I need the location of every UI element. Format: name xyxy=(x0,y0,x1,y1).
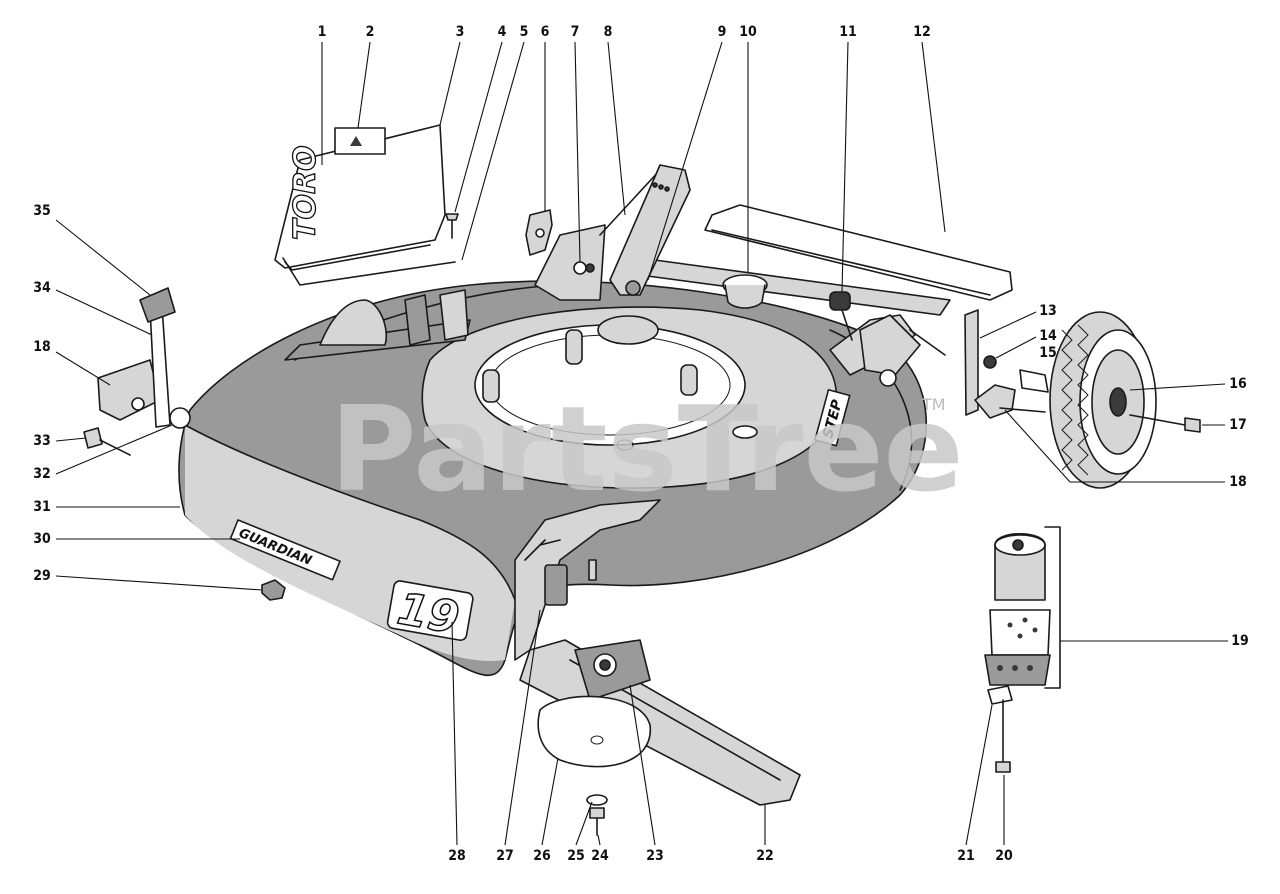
wheel-16 xyxy=(1049,311,1157,489)
callout-14: 14 xyxy=(1039,328,1057,344)
blade-adapter-23 xyxy=(574,559,651,701)
step-decal-plate xyxy=(814,388,851,447)
callout-28: 28 xyxy=(448,848,466,864)
callout-9: 9 xyxy=(718,24,727,40)
guardian-decal-plate xyxy=(229,519,341,581)
handle-bracket xyxy=(609,164,691,296)
callout-12: 12 xyxy=(913,24,931,40)
adjust-knob-11 xyxy=(829,291,853,341)
washer-32 xyxy=(169,407,191,429)
nut-29 xyxy=(261,579,286,601)
washer-25 xyxy=(586,794,608,806)
rear-guard-bar xyxy=(704,204,1013,301)
lever-34 xyxy=(149,305,171,428)
callout-35: 35 xyxy=(33,203,51,219)
warning-triangle-icon xyxy=(350,136,362,146)
warning-label xyxy=(334,127,386,155)
clamp-21 xyxy=(987,685,1013,705)
callout-4: 4 xyxy=(498,24,507,40)
callout-23: 23 xyxy=(646,848,664,864)
callout-17: 17 xyxy=(1229,417,1247,433)
bolt-20 xyxy=(995,699,1011,773)
watermark-text: PartsTree xyxy=(330,380,964,518)
washer-7 xyxy=(573,261,587,275)
size-decal-text: 19 xyxy=(394,583,463,644)
callout-2: 2 xyxy=(366,24,375,40)
callout-6: 6 xyxy=(541,24,550,40)
nut-14 xyxy=(983,355,997,369)
rear-shield: TORO xyxy=(274,124,456,286)
pivot-bolt-33 xyxy=(83,427,131,456)
callout-7: 7 xyxy=(571,24,580,40)
callout-3: 3 xyxy=(456,24,465,40)
bracket-18-left xyxy=(97,359,161,421)
callout-30: 30 xyxy=(33,531,51,547)
oil-filler-cap xyxy=(722,274,768,439)
bolt-24 xyxy=(589,807,605,836)
engine-assembly-19 xyxy=(984,526,1061,689)
knob-35 xyxy=(139,287,176,323)
callout-25: 25 xyxy=(567,848,585,864)
spacer-15 xyxy=(1019,369,1049,393)
callout-33: 33 xyxy=(33,433,51,449)
callout-16: 16 xyxy=(1229,376,1247,392)
callout-22: 22 xyxy=(756,848,774,864)
callout-32: 32 xyxy=(33,466,51,482)
callout-10: 10 xyxy=(739,24,757,40)
axle-plate xyxy=(974,384,1016,419)
watermark-tm: TM xyxy=(921,395,946,414)
callout-labels: 1 2 3 4 5 6 7 8 9 10 11 12 13 14 15 16 1… xyxy=(33,24,1249,864)
callout-31: 31 xyxy=(33,499,51,515)
washer-mid xyxy=(879,369,897,387)
callout-15: 15 xyxy=(1039,345,1057,361)
callout-18-left: 18 xyxy=(33,339,51,355)
callout-34: 34 xyxy=(33,280,51,296)
callout-8: 8 xyxy=(604,24,613,40)
callout-18-right: 18 xyxy=(1229,474,1247,490)
screw-4 xyxy=(445,213,459,239)
callout-26: 26 xyxy=(533,848,551,864)
callout-1: 1 xyxy=(318,24,327,40)
callout-20: 20 xyxy=(995,848,1013,864)
callout-29: 29 xyxy=(33,568,51,584)
brand-decal-text: TORO xyxy=(288,145,323,240)
callout-24: 24 xyxy=(591,848,609,864)
callout-27: 27 xyxy=(496,848,514,864)
callout-11: 11 xyxy=(839,24,857,40)
axle-bolt-17 xyxy=(1129,414,1201,433)
parts-tree-watermark: PartsTree TM xyxy=(330,380,964,518)
callout-21: 21 xyxy=(957,848,975,864)
callout-19: 19 xyxy=(1231,633,1249,649)
callout-13: 13 xyxy=(1039,303,1057,319)
wheel-bracket-13 xyxy=(964,309,979,416)
callout-5: 5 xyxy=(520,24,529,40)
